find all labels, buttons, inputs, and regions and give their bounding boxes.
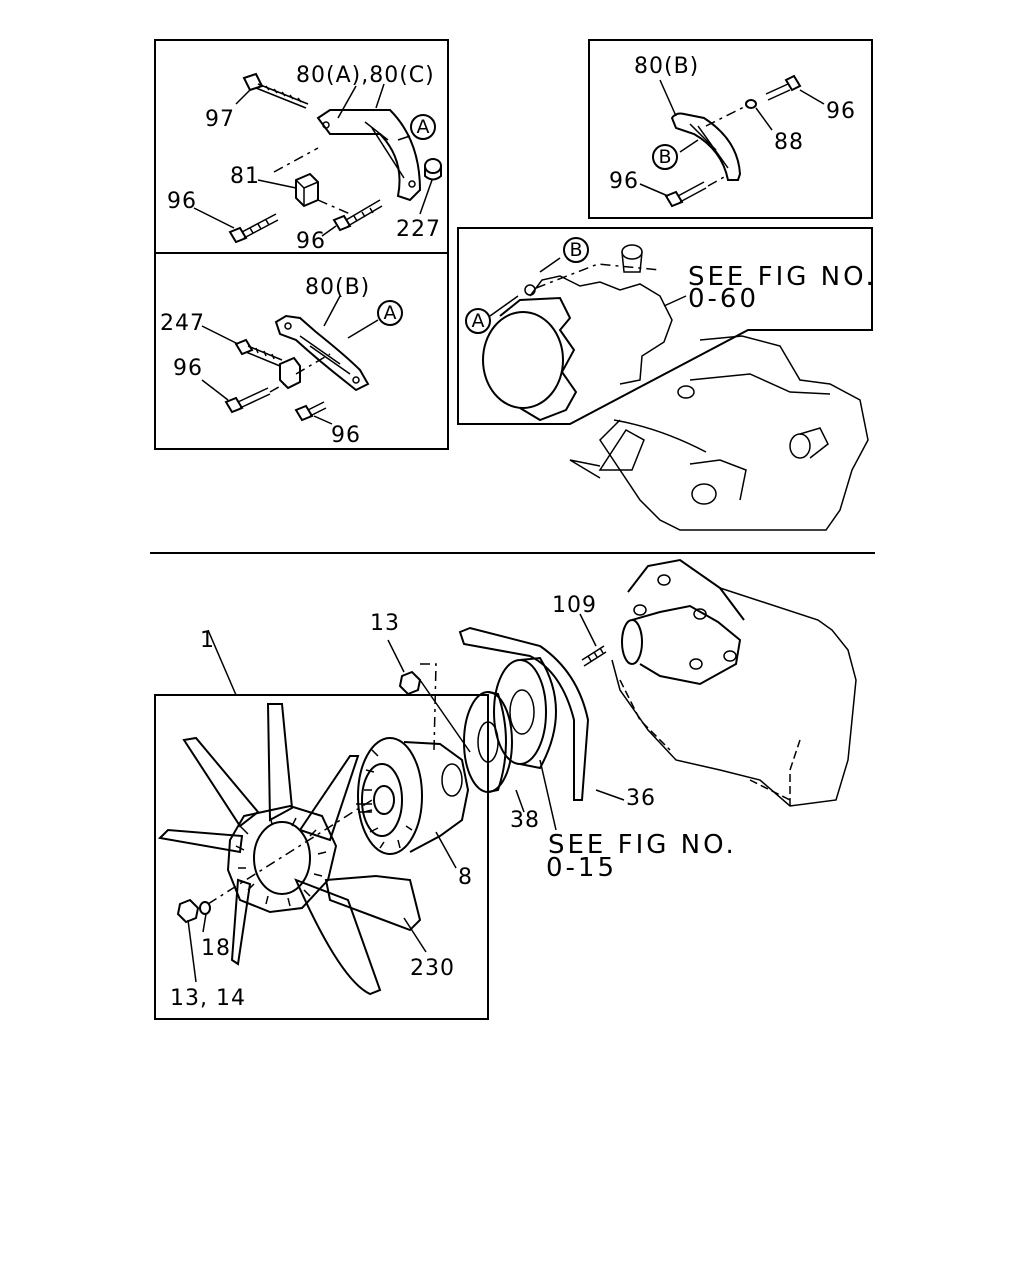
fan-clutch-icon [356, 737, 470, 855]
panel-engine-reference: A B SEE FIG NO. 0-60 [457, 227, 877, 425]
fan-icon [157, 703, 422, 996]
part-label-96: 96 [331, 423, 361, 448]
bolt-96-icon [294, 401, 327, 422]
part-label-80b: 80(B) [305, 275, 370, 300]
alternator-icon [482, 244, 673, 422]
part-label-18: 18 [201, 936, 231, 961]
engine-block-sketch [569, 335, 869, 531]
block-icon [279, 356, 301, 390]
part-label-227: 227 [396, 217, 441, 242]
water-pump-icon [611, 558, 857, 807]
part-label-96: 96 [296, 229, 326, 254]
see-fig-line2: 0-15 [546, 853, 617, 883]
panel-bracket-b: A 80(B) 247 96 96 [154, 252, 449, 450]
part-label-13: 13 [370, 611, 400, 636]
pulley-icon [493, 656, 557, 831]
callout-b: B [658, 146, 671, 168]
panel-bracket-top-right: B 80(B) 96 88 96 [588, 39, 873, 219]
part-label-80b: 80(B) [634, 54, 699, 79]
stud-109-icon: 109 [552, 593, 607, 667]
spacer-38-icon: 38 [463, 691, 540, 833]
bolt-96-icon [664, 181, 707, 208]
part-label-88: 88 [774, 130, 804, 155]
spacer-227-icon [424, 158, 442, 181]
part-label-96: 96 [167, 189, 197, 214]
bracket-80b-icon [274, 314, 370, 392]
callout-a: A [417, 116, 430, 138]
part-label-36: 36 [626, 786, 656, 811]
see-fig-line2: 0-60 [688, 284, 759, 314]
part-label-8: 8 [458, 865, 473, 890]
nut-13-icon: 13 [370, 611, 471, 753]
part-label-247: 247 [160, 311, 205, 336]
part-label-13-14: 13, 14 [170, 986, 246, 1011]
washer-88-icon [745, 99, 757, 109]
bolt-247-icon [234, 338, 283, 367]
callout-b: B [569, 239, 582, 261]
part-label-38: 38 [510, 808, 540, 833]
nut-18-icon [199, 901, 211, 915]
part-label-230: 230 [410, 956, 455, 981]
part-label-96: 96 [826, 99, 856, 124]
callout-a: A [472, 310, 485, 332]
part-label-96: 96 [173, 356, 203, 381]
bolt-96-icon [765, 74, 802, 101]
bolt-97-icon [242, 72, 309, 109]
part-label-1: 1 [200, 628, 215, 653]
block-81-icon [295, 172, 319, 208]
see-fig-line1: SEE FIG NO. [688, 262, 877, 292]
nut-13-icon [176, 898, 200, 924]
callout-a: A [384, 302, 397, 324]
bolt-96-icon [228, 213, 279, 244]
bracket-80b-icon [670, 112, 742, 181]
part-label-109: 109 [552, 593, 597, 618]
panel-bracket-a: A 80(A),80(C) 97 81 96 96 227 [154, 39, 449, 254]
bolt-96-icon [332, 199, 383, 232]
part-label-96: 96 [609, 169, 639, 194]
part-label-81: 81 [230, 164, 260, 189]
see-fig-line1: SEE FIG NO. [548, 830, 737, 860]
bracket-80a-icon [316, 109, 422, 202]
belt-36-icon: 36 [458, 626, 656, 811]
bolt-96-icon [224, 387, 271, 414]
fan-assembly: 1 18 13, 14 230 8 [154, 628, 489, 1020]
part-label-97: 97 [205, 107, 235, 132]
part-label-80a-80c: 80(A),80(C) [296, 63, 435, 88]
